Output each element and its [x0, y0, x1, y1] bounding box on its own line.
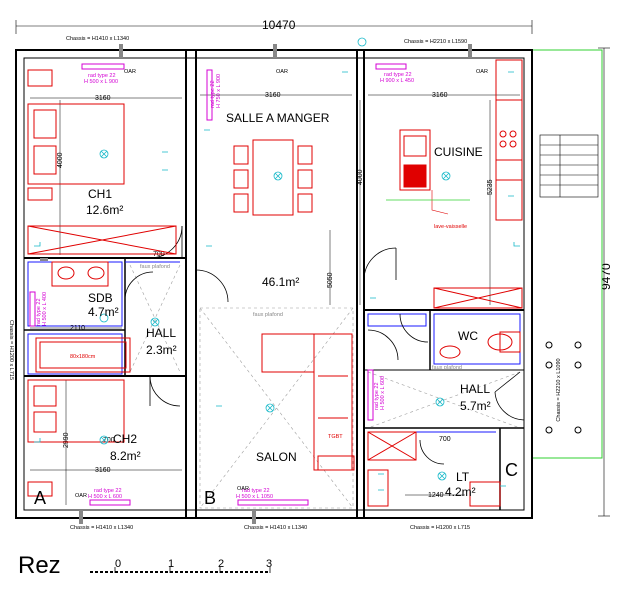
- room-salle-area: 46.1m²: [262, 275, 299, 289]
- oar-ch1: OAR: [124, 69, 136, 75]
- sdb-sink-counter: [51, 261, 109, 287]
- dim-cuisine-depth: 4000: [357, 169, 364, 185]
- rad-hall-size: H 500 x L 600: [380, 376, 386, 410]
- dishwasher-label: lave-vaisselle: [434, 224, 467, 230]
- dim-sdb-width: 2110: [70, 325, 85, 332]
- rad-salon-type: rad type 22: [242, 488, 270, 494]
- dim-lt-width: 1240: [428, 492, 444, 499]
- faux-plafond-label-3: faux plafond: [432, 365, 462, 371]
- bathtub: [35, 337, 131, 373]
- dim-door-700c: 700: [439, 436, 451, 443]
- room-sdb-name: SDB: [88, 291, 113, 305]
- room-hall-right-name: HALL: [460, 382, 490, 396]
- room-wc-name: WC: [458, 329, 478, 343]
- window-cuisine-label: Chassis = H2210 x L1590: [404, 39, 467, 45]
- overall-height-dim: 9470: [599, 263, 613, 290]
- oar-salle: OAR: [276, 69, 288, 75]
- bath-label: 80x180cm: [70, 354, 96, 360]
- dishwasher-leader: [431, 190, 449, 215]
- room-salle-name: SALLE A MANGER: [226, 111, 330, 125]
- room-salon-name: SALON: [256, 450, 297, 464]
- oar-cuisine: OAR: [476, 69, 488, 75]
- scale-tick-0: 0: [115, 558, 121, 570]
- rad-cuisine-type: rad type 22: [384, 72, 412, 78]
- rad-ch2-size: H 500 x L 600: [88, 494, 122, 500]
- dim-ch2-width: 3160: [95, 467, 111, 474]
- dim-salle-depth: 5050: [327, 272, 334, 288]
- rad-salle-size: H 750 x L 900: [216, 74, 222, 108]
- radiators: [29, 63, 407, 506]
- dim-door-700b: 700: [103, 437, 115, 444]
- zone-c: C: [505, 460, 518, 480]
- rad-salon-size: H 500 x L 1050: [236, 494, 273, 500]
- dim-cuisine-width: 3160: [432, 92, 448, 99]
- rad-ch1-type: rad type 22: [88, 73, 116, 79]
- dim-cuisine-right: 5235: [487, 179, 494, 195]
- tv-label: TGBT: [328, 434, 343, 440]
- scale-title: Rez: [18, 552, 61, 579]
- room-ch2-area: 8.2m²: [110, 449, 141, 463]
- overall-width-dim: 10470: [262, 18, 296, 32]
- rad-ch1-size: H 500 x L 900: [84, 79, 118, 85]
- room-cuisine-name: CUISINE: [434, 145, 483, 159]
- stairs: [539, 134, 599, 198]
- ch2-bed: [27, 379, 125, 443]
- inner-dimensions: [30, 94, 520, 505]
- scale-bar: [90, 567, 271, 573]
- terrace-posts: [545, 341, 582, 434]
- dim-ch1-width: 3160: [95, 95, 111, 102]
- rad-cuisine-size: H 900 x L 450: [380, 78, 414, 84]
- room-ch1-area: 12.6m²: [86, 203, 123, 217]
- room-hall-right-area: 5.7m²: [460, 399, 491, 413]
- electrical-symbols: [34, 37, 520, 491]
- faux-plafond-label-2: faux plafond: [253, 312, 283, 318]
- zone-a: A: [34, 488, 46, 508]
- doors: [124, 225, 525, 465]
- room-lt-name: LT: [456, 470, 470, 484]
- fixtures: [27, 59, 523, 507]
- terrace-outline: [531, 49, 603, 459]
- rad-sdb-size: H 500 x L 400: [42, 292, 48, 326]
- scale-tick-3: 3: [266, 558, 272, 570]
- kitchen-island: [399, 129, 431, 191]
- dim-ch2-depth: 2990: [63, 432, 70, 448]
- scale-tick-1: 1: [168, 558, 174, 570]
- rad-ch2-type: rad type 22: [94, 488, 122, 494]
- zone-b: B: [204, 488, 216, 508]
- rad-sdb-type: rad type 22: [36, 298, 42, 326]
- oar-ch2: OAR: [75, 493, 87, 499]
- window-right-label: Chassis = H2210 x L1090: [556, 358, 562, 421]
- dim-ch1-depth: 4000: [57, 152, 64, 168]
- vent-grills: [40, 44, 472, 524]
- ch1-wardrobe: [27, 225, 177, 255]
- oar-salon: OAR: [237, 486, 249, 492]
- scale-tick-2: 2: [218, 558, 224, 570]
- faux-plafond-label-1: faux plafond: [140, 264, 170, 270]
- room-ch1-name: CH1: [88, 187, 112, 201]
- room-sdb-area: 4.7m²: [88, 305, 119, 319]
- room-hall-left-name: HALL: [146, 326, 176, 340]
- room-ch2-name: CH2: [113, 432, 137, 446]
- window-ch1-label: Chassis = H1410 x L1340: [66, 36, 129, 42]
- window-lt-label: Chassis = H1200 x L715: [410, 525, 470, 531]
- ch1-bed: [27, 103, 125, 185]
- faux-plafond-zones: [129, 264, 521, 509]
- rad-hall-type: rad type 22: [374, 382, 380, 410]
- window-ch2-label: Chassis = H1410 x L1340: [70, 525, 133, 531]
- overall-dimensions: [15, 20, 610, 517]
- rad-salle-type: rad type 22: [210, 80, 216, 108]
- dining-table: [252, 139, 294, 216]
- room-lt-area: 4.2m²: [445, 485, 476, 499]
- window-left-label: Chassis = H1200 x L715: [8, 320, 14, 380]
- window-salon-label: Chassis = H1410 x L1340: [244, 525, 307, 531]
- room-hall-left-area: 2.3m²: [146, 343, 177, 357]
- dim-salle-width: 3160: [265, 92, 281, 99]
